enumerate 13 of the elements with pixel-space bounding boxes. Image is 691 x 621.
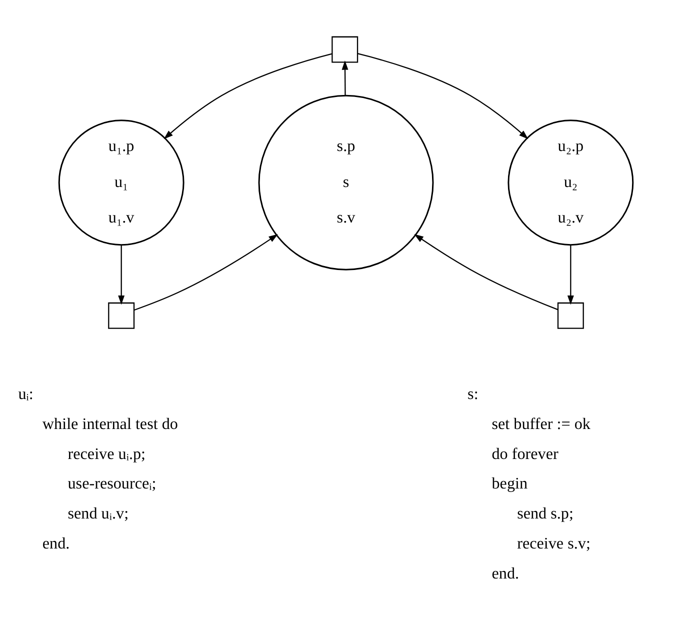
label: begin (491, 476, 528, 493)
label: end. (42, 536, 70, 553)
label: while internal test do (42, 416, 178, 433)
label: uᵢ: (18, 386, 33, 403)
label: end. (491, 566, 519, 583)
label: set buffer := ok (491, 416, 590, 433)
label: send s.p; (516, 506, 573, 523)
label: receive s.v; (516, 536, 590, 553)
label: receive uᵢ.p; (67, 446, 146, 463)
label: do forever (491, 446, 558, 463)
label: s: (467, 386, 478, 403)
label: send uᵢ.v; (67, 506, 128, 523)
label: use-resourceᵢ; (67, 476, 156, 493)
